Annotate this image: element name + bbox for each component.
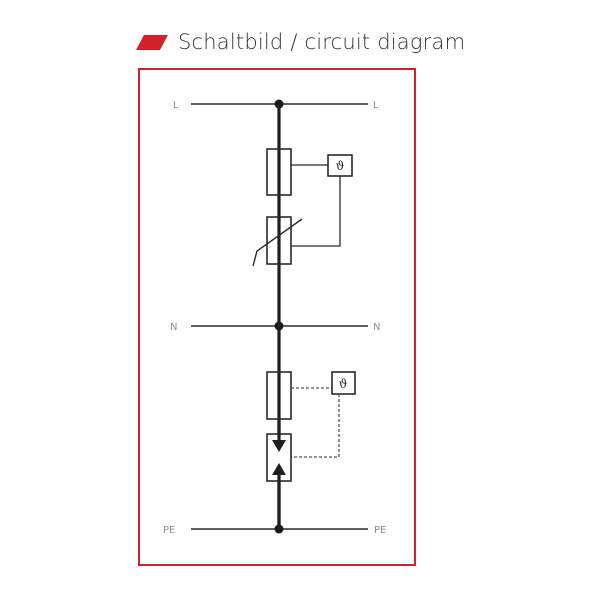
thermal-sensor-top: ϑ [291, 154, 353, 247]
label-l-left: L [173, 100, 179, 111]
thermal-sensor-bottom: ϑ [291, 371, 356, 458]
label-l-right: L [373, 100, 379, 111]
spark-gap [266, 419, 292, 529]
fuse-top [266, 148, 328, 196]
arrow-down-icon [272, 440, 286, 452]
diagram-title: Schaltbild / circuit diagram [134, 27, 465, 57]
label-pe-right: PE [374, 525, 386, 536]
label-pe-left: PE [163, 525, 175, 536]
theta-symbol-bottom: ϑ [339, 377, 348, 391]
diagram-frame [138, 68, 416, 566]
n-rail: N N [170, 321, 380, 333]
theta-symbol-top: ϑ [336, 159, 345, 173]
varistor [252, 216, 303, 267]
title-text: Schaltbild / circuit diagram [178, 30, 466, 54]
pe-rail: PE PE [163, 524, 386, 536]
label-n-left: N [170, 322, 177, 333]
fuse-bottom [266, 371, 332, 420]
l-rail: L L [173, 99, 379, 111]
arrow-up-icon [272, 463, 286, 475]
label-n-right: N [373, 322, 380, 333]
